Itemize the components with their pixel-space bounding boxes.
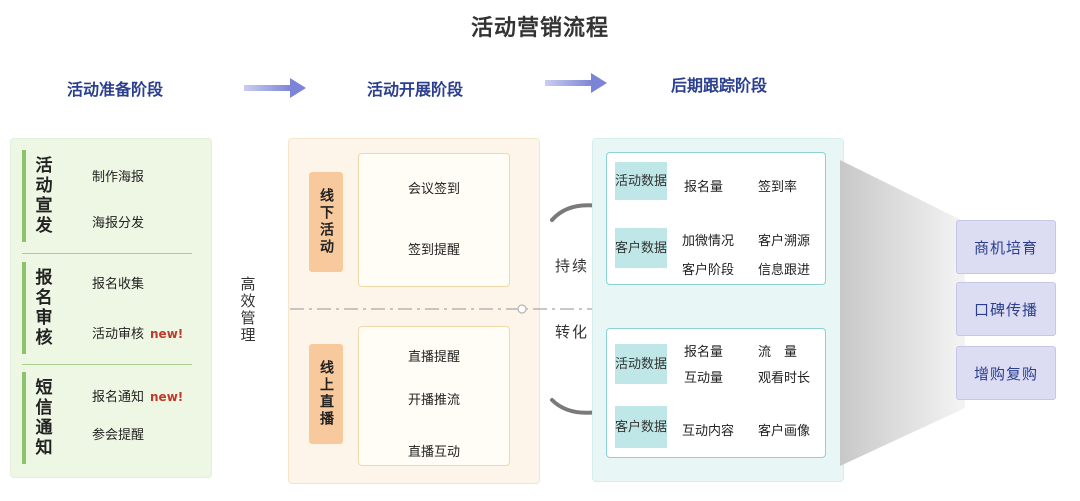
metric-item: 互动量 bbox=[684, 371, 724, 386]
activity-data-tag: 活动数据 bbox=[615, 344, 667, 384]
efficient-management-label: 高效管理 bbox=[238, 276, 257, 344]
prep-item-with-badge: 报名通知 new! bbox=[92, 386, 183, 405]
metric-item: 签到率 bbox=[758, 180, 798, 195]
stage-track: 后期跟踪阶段 bbox=[670, 76, 767, 95]
prep-item: 海报分发 bbox=[92, 216, 145, 231]
metric-item: 观看时长 bbox=[758, 371, 811, 386]
stage-arrow-2 bbox=[545, 73, 607, 93]
prep-item: 制作海报 bbox=[92, 170, 145, 185]
metric-item: 信息跟进 bbox=[758, 263, 811, 278]
result-word-of-mouth: 口碑传播 bbox=[956, 282, 1056, 336]
customer-data-tag: 客户数据 bbox=[615, 228, 667, 268]
prep-item: 报名收集 bbox=[92, 277, 145, 292]
online-label: 线上直播 bbox=[309, 344, 343, 444]
result-opportunity: 商机培育 bbox=[956, 220, 1056, 274]
prep-group-label: 短信通知 bbox=[22, 372, 58, 464]
prep-group-label: 报名审核 bbox=[22, 262, 58, 354]
prep-item-with-badge: 活动审核 new! bbox=[92, 323, 183, 342]
metric-item: 客户画像 bbox=[758, 424, 811, 439]
online-item: 开播推流 bbox=[407, 393, 460, 408]
stage-arrow-1 bbox=[244, 78, 306, 98]
prep-item: 参会提醒 bbox=[92, 428, 145, 443]
online-item: 直播提醒 bbox=[407, 350, 460, 365]
metric-item: 加微情况 bbox=[682, 234, 735, 249]
flow-label-continuous: 持续 bbox=[555, 257, 590, 275]
metric-item: 流 量 bbox=[758, 345, 798, 360]
metric-item: 报名量 bbox=[684, 345, 724, 360]
metric-item: 互动内容 bbox=[682, 424, 735, 439]
result-repurchase: 增购复购 bbox=[956, 346, 1056, 400]
metric-item: 报名量 bbox=[684, 180, 724, 195]
prep-divider bbox=[22, 364, 192, 365]
online-item: 直播互动 bbox=[407, 445, 460, 460]
metric-item: 客户溯源 bbox=[758, 234, 811, 249]
stage-prep: 活动准备阶段 bbox=[66, 80, 163, 99]
offline-box bbox=[358, 153, 510, 287]
stage-run: 活动开展阶段 bbox=[366, 80, 463, 99]
offline-item: 会议签到 bbox=[407, 182, 460, 197]
metric-item: 客户阶段 bbox=[682, 263, 735, 278]
customer-data-tag: 客户数据 bbox=[615, 406, 667, 448]
flow-label-conversion: 转化 bbox=[555, 323, 590, 341]
activity-data-tag: 活动数据 bbox=[615, 162, 667, 200]
new-badge: new! bbox=[150, 390, 184, 404]
prep-item-label: 活动审核 bbox=[92, 327, 145, 342]
prep-divider bbox=[22, 253, 192, 254]
page-title: 活动营销流程 bbox=[470, 16, 609, 41]
new-badge: new! bbox=[150, 327, 184, 341]
prep-item-label: 报名通知 bbox=[92, 390, 145, 405]
offline-item: 签到提醒 bbox=[407, 243, 460, 258]
funnel-shape bbox=[840, 160, 965, 466]
offline-label: 线下活动 bbox=[309, 172, 343, 272]
online-box bbox=[358, 326, 510, 466]
prep-group-label: 活动宣发 bbox=[22, 150, 58, 242]
